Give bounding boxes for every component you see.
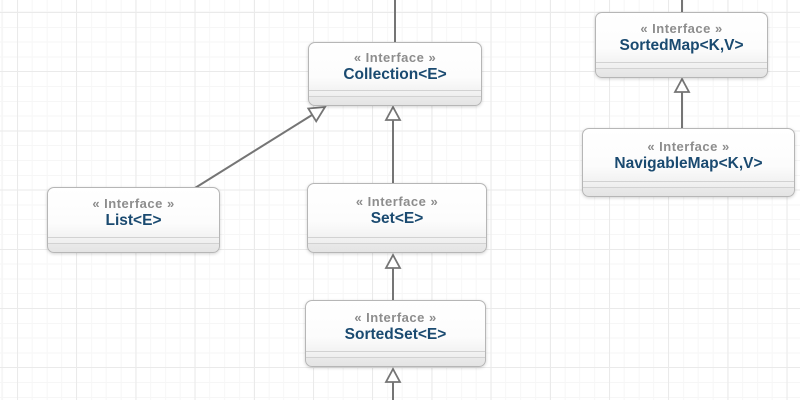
uml-node-collection[interactable]: « Interface » Collection<E> (308, 42, 482, 106)
generalization-arrowhead-icon (384, 367, 402, 383)
generalization-arrowhead-icon (306, 105, 327, 124)
uml-node-title: « Interface » NavigableMap<K,V> (583, 129, 794, 181)
interface-name: List<E> (105, 212, 162, 229)
uml-node-title: « Interface » Set<E> (308, 184, 486, 237)
interface-name: Collection<E> (343, 66, 447, 83)
stereotype-label: « Interface » (353, 50, 437, 65)
edge-list-collection (194, 114, 313, 189)
uml-node-list[interactable]: « Interface » List<E> (47, 187, 220, 253)
uml-node-title: « Interface » SortedMap<K,V> (596, 13, 767, 62)
attributes-compartment (583, 181, 794, 187)
uml-node-title: « Interface » Collection<E> (309, 43, 481, 90)
operations-compartment (583, 187, 794, 196)
attributes-compartment (596, 62, 767, 68)
generalization-arrowhead-icon (384, 253, 402, 269)
stereotype-label: « Interface » (355, 194, 439, 209)
attributes-compartment (308, 237, 486, 243)
operations-compartment (596, 68, 767, 77)
uml-node-title: « Interface » SortedSet<E> (306, 301, 485, 351)
attributes-compartment (306, 351, 485, 357)
stereotype-label: « Interface » (92, 196, 175, 211)
generalization-arrowhead-icon (384, 105, 402, 121)
uml-node-navigablemap[interactable]: « Interface » NavigableMap<K,V> (582, 128, 795, 197)
operations-compartment (309, 96, 481, 105)
operations-compartment (308, 243, 486, 252)
attributes-compartment (309, 90, 481, 96)
uml-node-sortedmap[interactable]: « Interface » SortedMap<K,V> (595, 12, 768, 78)
interface-name: SortedSet<E> (344, 325, 447, 343)
uml-node-title: « Interface » List<E> (48, 188, 219, 237)
interface-name: SortedMap<K,V> (619, 37, 744, 54)
generalization-arrowhead-icon (673, 77, 691, 93)
uml-node-sortedset[interactable]: « Interface » SortedSet<E> (305, 300, 486, 367)
stereotype-label: « Interface » (354, 309, 437, 325)
interface-name: Set<E> (370, 210, 424, 227)
stereotype-label: « Interface » (640, 21, 723, 36)
operations-compartment (306, 357, 485, 366)
stereotype-label: « Interface » (647, 138, 730, 154)
uml-node-set[interactable]: « Interface » Set<E> (307, 183, 487, 253)
attributes-compartment (48, 237, 219, 243)
operations-compartment (48, 243, 219, 252)
interface-name: NavigableMap<K,V> (614, 154, 763, 172)
